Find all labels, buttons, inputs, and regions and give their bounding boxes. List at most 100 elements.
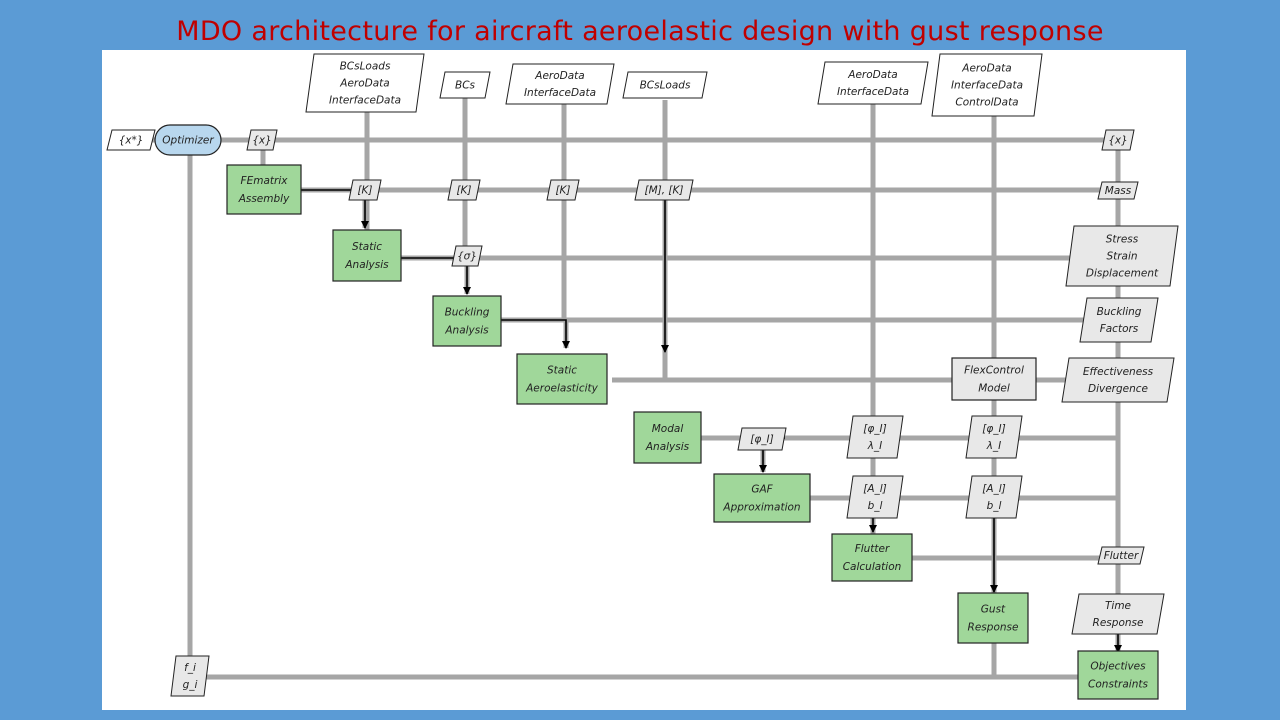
start-x-star-shape [106, 129, 156, 151]
data-buckling-factors-shape [1079, 297, 1159, 343]
data-stress-strain-displacement-shape [1065, 225, 1179, 287]
data-a-b-1: [A_l]b_l [846, 475, 904, 519]
data-k-1: [K] [348, 179, 382, 201]
data-phi-1-shape [737, 427, 787, 451]
start-x-star-line-0: {x*} [119, 135, 144, 147]
input-aero-interface-control-shape [931, 53, 1043, 117]
data-phi-lambda-1: [φ_I] λ_I [846, 415, 904, 459]
module-gaf-approximation-line-1: Approximation [722, 502, 800, 514]
module-flexcontrol-model-line-1: Model [978, 383, 1010, 395]
input-aero-interface-control-line-0: AeroData [961, 63, 1011, 75]
input-aero-interface-line-1: InterfaceData [524, 87, 596, 99]
data-k-3: [K] [546, 179, 580, 201]
data-k-2-shape [447, 179, 481, 201]
data-time-response-line-1: Response [1093, 617, 1144, 629]
input-bcsloads-aero-interface-line-2: InterfaceData [329, 95, 401, 107]
input-aero-interface-control-line-2: ControlData [955, 97, 1018, 109]
module-buckling-analysis-line-0: Buckling [445, 307, 490, 319]
data-phi-1-line-0: [φ_I] [750, 434, 773, 446]
data-effectiveness-divergence-line-1: Divergence [1088, 383, 1148, 395]
data-f-g-shape [170, 655, 210, 697]
data-x-2-shape [1101, 129, 1135, 151]
data-buckling-factors-line-1: Factors [1100, 323, 1139, 335]
module-modal-analysis-box [633, 411, 702, 464]
input-bcsloads-shape [622, 71, 708, 99]
data-x-1: {x} [246, 129, 278, 151]
data-a-b-2-line-0: [A_l] [982, 483, 1006, 495]
input-bcsloads-aero-interface-line-0: BCsLoads [340, 61, 391, 73]
data-a-b-2: [A_l] b_l [965, 475, 1023, 519]
data-time-response-shape [1071, 593, 1165, 635]
module-static-analysis-line-1: Analysis [344, 259, 389, 271]
input-aero-interface-2-line-0: AeroData [847, 69, 897, 81]
data-k-1-shape [348, 179, 382, 201]
module-gaf-approximation-box [713, 473, 811, 523]
data-phi-lambda-1-line-0: [φ_I] [863, 423, 886, 435]
data-flutter-line-0: Flutter [1104, 550, 1139, 562]
flow-buckling-to-aero-halo [501, 317, 569, 348]
data-f-g-line-1: g_i [183, 679, 198, 691]
module-static-analysis-box [332, 229, 402, 282]
optimizer[interactable]: Optimizer [154, 124, 222, 156]
data-phi-lambda-2: [φ_I] λ_I [965, 415, 1023, 459]
input-bcs-shape [439, 71, 491, 99]
data-time-response-line-0: Time [1105, 600, 1131, 612]
input-aero-interface-control-line-1: InterfaceData [951, 80, 1023, 92]
module-static-aeroelasticity-line-1: Aeroelasticity [525, 383, 599, 395]
data-phi-lambda-2-line-0: [φ_I] [982, 423, 1005, 435]
data-sigma-shape [451, 245, 483, 267]
data-phi-lambda-1-shape [846, 415, 904, 459]
data-sigma: {σ} [451, 245, 483, 267]
module-flutter-calculation-line-0: Flutter [855, 543, 890, 555]
data-a-b-2-shape [965, 475, 1023, 519]
module-objectives-constraints-line-1: Constraints [1088, 679, 1148, 691]
slide-title: MDO architecture for aircraft aeroelasti… [176, 16, 1104, 47]
module-gust-response-box [957, 592, 1029, 644]
data-f-g-line-0: f_i [184, 662, 196, 674]
data-m-k: [M], [K] [634, 179, 694, 201]
data-effectiveness-divergence-line-0: Effectiveness [1083, 366, 1154, 378]
data-a-b-2-line-1: b_l [987, 500, 1002, 512]
data-x-1-line-0: {x} [252, 135, 272, 147]
data-stress-strain-displacement-line-2: Displacement [1086, 268, 1159, 280]
data-phi-lambda-2-line-1: λ_I [986, 440, 1002, 452]
data-k-2-line-0: [K] [456, 185, 471, 197]
data-phi-1: [φ_I] [737, 427, 787, 451]
data-buckling-factors-line-0: Buckling [1097, 306, 1142, 318]
data-a-b-1-line-0: [A_l] [863, 483, 887, 495]
data-stress-strain-displacement-line-1: Strain [1106, 251, 1137, 263]
data-mass-line-0: Mass [1105, 185, 1132, 197]
data-k-3-shape [546, 179, 580, 201]
data-x-2: {x} [1101, 129, 1135, 151]
module-gaf-approximation-line-0: GAF [751, 484, 773, 496]
input-bcsloads-aero-interface-line-1: AeroData [339, 78, 389, 90]
module-flutter-calculation-line-1: Calculation [843, 561, 902, 573]
module-flutter-calculation-box [831, 533, 913, 582]
module-gaf-approximation[interactable]: GAF Approximation [713, 473, 811, 523]
data-phi-lambda-2-shape [965, 415, 1023, 459]
module-fematrix-assembly-line-0: FEmatrix [241, 175, 289, 187]
data-m-k-shape [634, 179, 694, 201]
module-static-analysis-line-0: Static [352, 241, 382, 253]
data-x-1-shape [246, 129, 278, 151]
module-gust-response-line-1: Response [968, 622, 1019, 634]
data-phi-lambda-1-line-1: λ_I [867, 440, 883, 452]
module-static-aeroelasticity-line-0: Static [547, 365, 577, 377]
data-sigma-line-0: {σ} [457, 251, 477, 263]
module-fematrix-assembly-line-1: Assembly [238, 193, 290, 205]
